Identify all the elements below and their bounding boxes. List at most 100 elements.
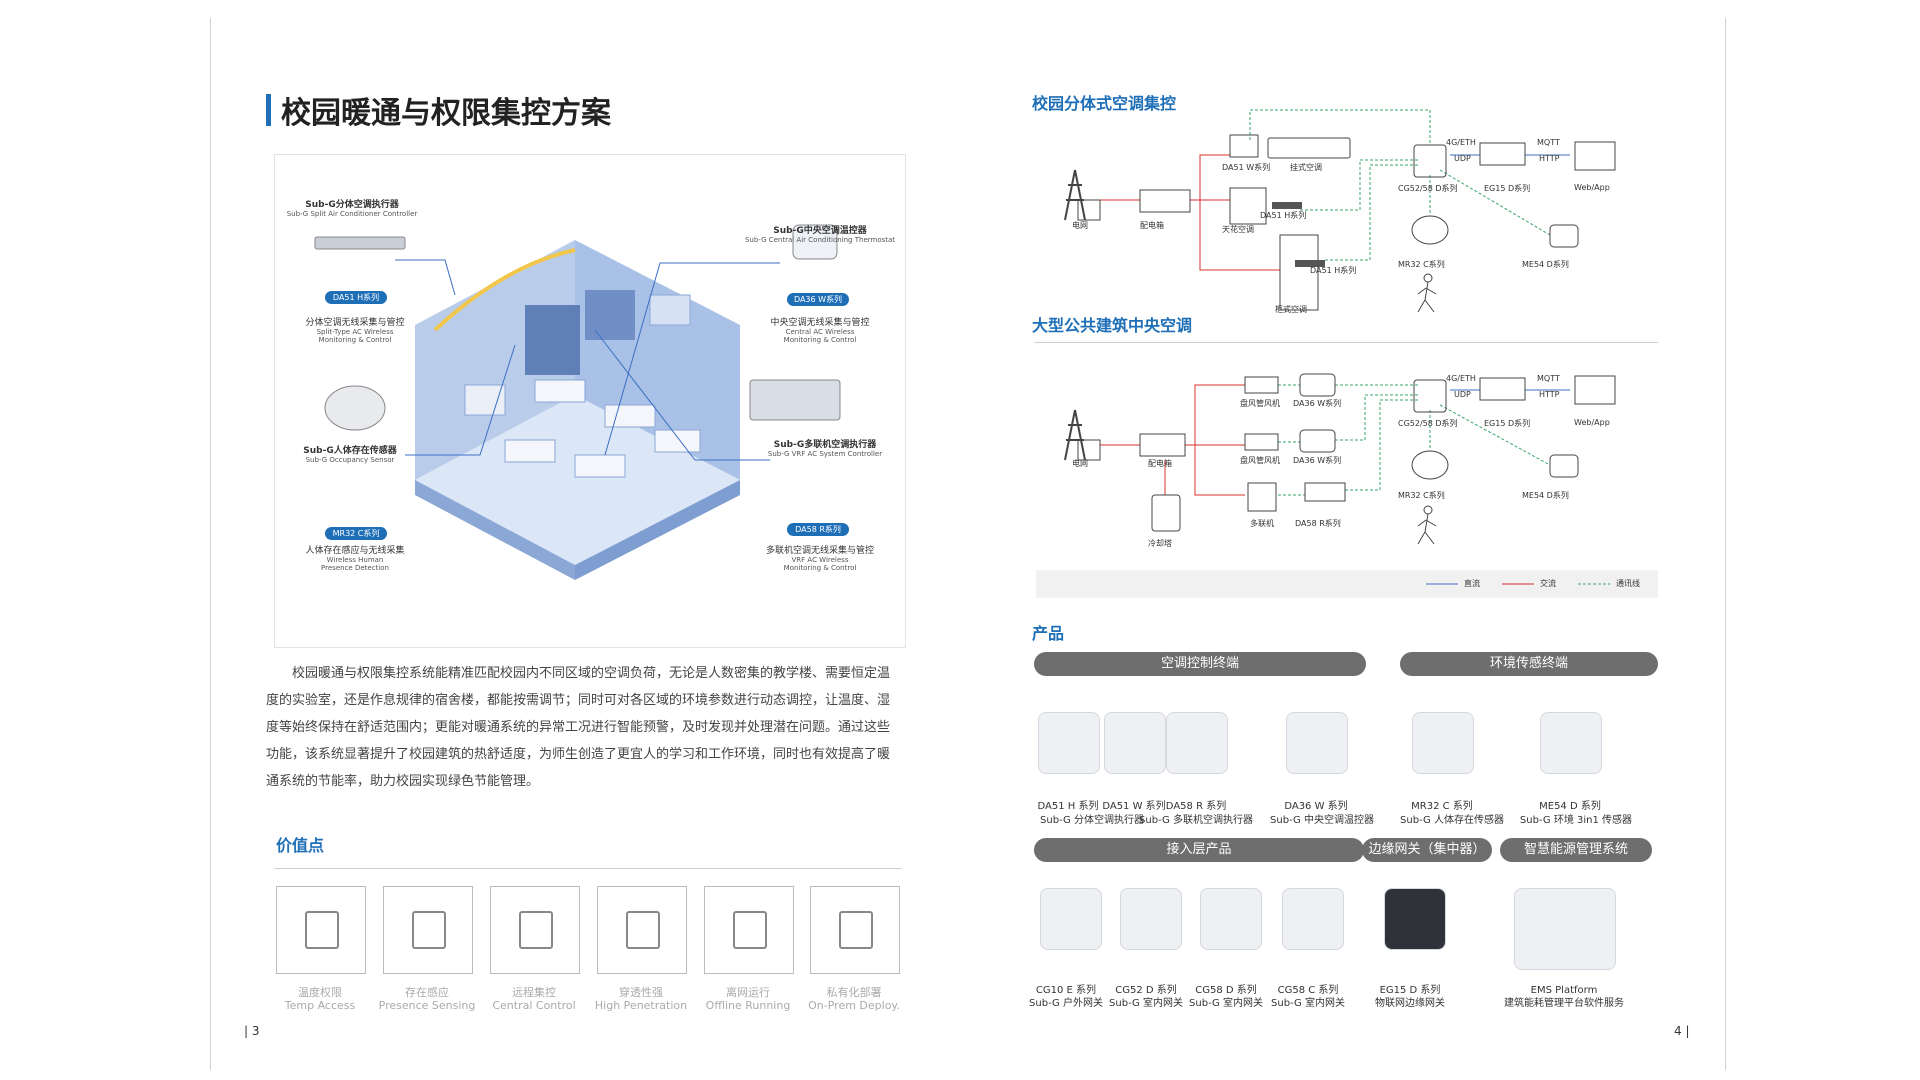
callout-vrf: Sub-G多联机空调执行器 Sub-G VRF AC System Contro… — [745, 437, 905, 458]
diagram2-label-eg15: EG15 D系列 — [1484, 419, 1531, 428]
isometric-room-svg — [314, 224, 841, 580]
cooling-tower-icon — [1151, 494, 1181, 532]
access-image-5 — [1384, 888, 1446, 950]
diagram1-label-me54: ME54 D系列 — [1522, 260, 1569, 269]
product-model-3: DA58 R 系列 — [1165, 801, 1227, 812]
me54-icon-2 — [1549, 454, 1579, 478]
product-model-1: DA51 H 系列 — [1037, 801, 1099, 812]
value-card — [383, 886, 473, 974]
value-divider — [274, 868, 902, 869]
walking-person-icon — [1417, 273, 1437, 313]
value-caption-cn: 存在感应 — [405, 986, 449, 999]
access-model-6: EMS Platform — [1530, 985, 1598, 996]
right-page-edge — [1725, 18, 1726, 1070]
group-ac-pill: 空调控制终端 — [1034, 652, 1366, 676]
diagram1-label-dist: 配电箱 — [1140, 221, 1164, 230]
callout-vrf-badge: DA58 R系列 — [787, 523, 849, 536]
diagram1-label-p4: HTTP — [1539, 154, 1560, 163]
product-image-3 — [1166, 712, 1228, 774]
diagram1-label-da51h_2: DA51 H系列 — [1310, 266, 1357, 275]
access-image-4 — [1282, 888, 1344, 950]
eg15-icon — [1479, 142, 1526, 166]
diagram1-svg — [1064, 109, 1616, 313]
access-desc-6: 建筑能耗管理平台软件服务 — [1504, 998, 1624, 1009]
callout-sensor-title: Sub-G人体存在传感器 — [303, 446, 397, 456]
diagram2-label-p2: UDP — [1454, 390, 1471, 399]
fcu-icon-2 — [1244, 433, 1279, 451]
diagram1-label-p3: MQTT — [1537, 138, 1560, 147]
diagram1-label-p1: 4G/ETH — [1446, 138, 1476, 147]
value-card — [704, 886, 794, 974]
deploy-blocks-icon — [839, 911, 873, 949]
page-title-text: 校园暖通与权限集控方案 — [281, 96, 611, 131]
page-number-right: 4 | — [1674, 1024, 1690, 1038]
access-model-4: CG58 C 系列 — [1277, 985, 1339, 996]
access-desc-5: 物联网边缘网关 — [1375, 998, 1445, 1009]
access-image-3 — [1200, 888, 1262, 950]
person-scan-icon — [412, 911, 446, 949]
access-desc-3: Sub-G 室内网关 — [1189, 998, 1263, 1009]
diagram2-label-webapp: Web/App — [1574, 418, 1610, 427]
layers-signal-icon — [626, 911, 660, 949]
callout-central-badge: DA36 W系列 — [787, 293, 849, 306]
eg15-icon-2 — [1479, 377, 1526, 401]
diagram2-label-p4: HTTP — [1539, 390, 1560, 399]
callout-split-desc-en1: Split-Type AC Wireless — [316, 328, 394, 336]
value-caption-cn: 私有化部署 — [826, 986, 882, 999]
vrf-unit-icon — [1247, 482, 1277, 512]
product-model-4: DA36 W 系列 — [1284, 801, 1348, 812]
value-caption-en: Central Control — [492, 999, 576, 1012]
page-number-left-text: 3 — [251, 1024, 260, 1038]
da36-icon-2 — [1299, 429, 1336, 453]
left-page-edge — [210, 18, 211, 1070]
callout-central-desc: 中央空调无线采集与管控 Central AC Wireless Monitori… — [735, 315, 905, 344]
value-caption-en: On-Prem Deploy. — [808, 999, 900, 1012]
mr32-icon — [1411, 215, 1449, 245]
product-model-5: MR32 C 系列 — [1411, 801, 1473, 812]
value-card — [490, 886, 580, 974]
value-caption-en: Temp Access — [284, 999, 356, 1012]
callout-vrf-desc-cn: 多联机空调无线采集与管控 — [765, 546, 874, 556]
legend-swatches — [1426, 583, 1610, 585]
diagram1-label-wall_ac: 挂式空调 — [1290, 163, 1322, 172]
product-image-1 — [1038, 712, 1100, 774]
diagram2-label-da36_2: DA36 W系列 — [1293, 456, 1342, 465]
product-image-4 — [1286, 712, 1348, 774]
diagram1-label-cabinet_ac: 柜式空调 — [1275, 305, 1307, 314]
value-card — [276, 886, 366, 974]
value-caption-cn: 穿透性强 — [619, 986, 663, 999]
product-desc-5: Sub-G 人体存在传感器 — [1400, 815, 1504, 826]
diagram1-label-da51h_1: DA51 H系列 — [1260, 211, 1307, 220]
callout-split-title: Sub-G分体空调执行器 — [305, 200, 399, 210]
diagram2-label-me54: ME54 D系列 — [1522, 491, 1569, 500]
callout-central-en: Sub-G Central Air Conditioning Thermosta… — [744, 236, 896, 244]
callout-vrf-desc-en2: Monitoring & Control — [783, 564, 857, 572]
diagram2-label-da36_1: DA36 W系列 — [1293, 399, 1342, 408]
fcu-icon-1 — [1244, 376, 1279, 394]
diagram2-label-p1: 4G/ETH — [1446, 374, 1476, 383]
ceiling-ac-icon — [1229, 187, 1267, 225]
callout-vrf-desc: 多联机空调无线采集与管控 VRF AC Wireless Monitoring … — [735, 543, 905, 572]
da36-icon-1 — [1299, 373, 1336, 397]
legend-dc: 直流 — [1464, 579, 1480, 588]
legend-comm: 通讯线 — [1616, 579, 1640, 588]
da58-icon — [1304, 482, 1346, 502]
product-image-2 — [1104, 712, 1166, 774]
value-caption-en: Offline Running — [705, 999, 791, 1012]
diagram2-label-dist: 配电箱 — [1148, 459, 1172, 468]
legend-ac: 交流 — [1540, 579, 1556, 588]
diagram1-label-ceiling_ac: 天花空调 — [1222, 225, 1254, 234]
diagram-legend: 直流 交流 通讯线 — [1036, 570, 1658, 598]
callout-sensor-desc-cn: 人体存在感应与无线采集 — [305, 546, 405, 556]
callout-sensor-desc-en1: Wireless Human — [326, 556, 384, 564]
diagram2-label-da58: DA58 R系列 — [1295, 519, 1341, 528]
callout-split-desc: 分体空调无线采集与管控 Split-Type AC Wireless Monit… — [280, 315, 430, 344]
product-desc-3: Sub-G 多联机空调执行器 — [1139, 815, 1253, 826]
product-desc-6: Sub-G 环境 3in1 传感器 — [1519, 815, 1633, 826]
offline-chart-icon — [733, 911, 767, 949]
callout-split-desc-en2: Monitoring & Control — [318, 336, 392, 344]
